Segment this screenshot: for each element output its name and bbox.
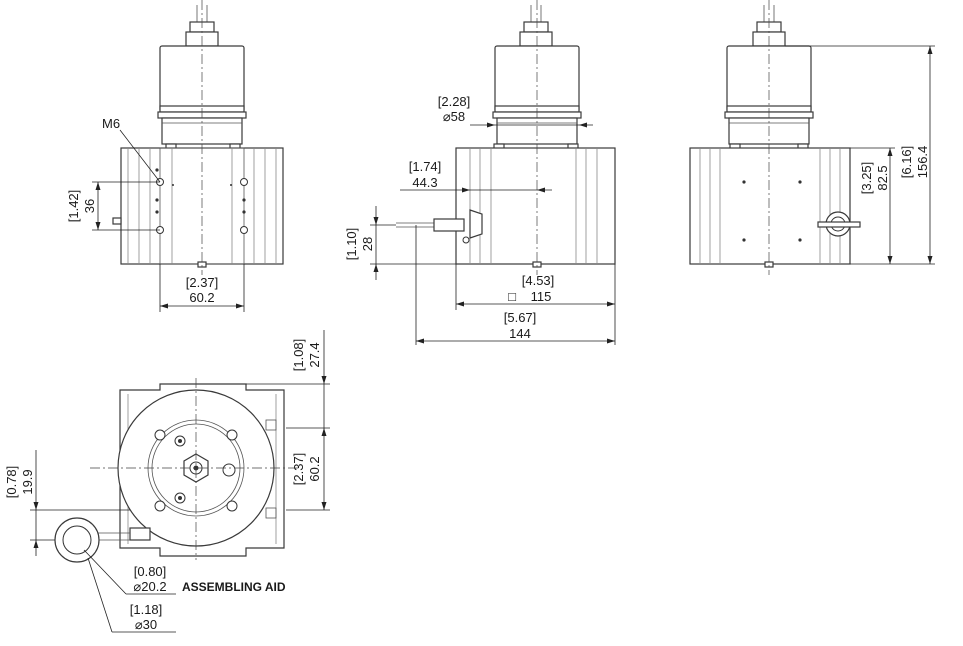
body-len-in-label: [4.53] [522,273,555,288]
hole-spacing-mm-label: 36 [82,199,97,213]
motor-dia-mm-label: ⌀58 [443,109,465,124]
body-len-mm-label: 115 [531,289,552,304]
motor-dia-in-label: [2.28] [438,94,471,109]
eyelet-inner-in-label: [0.80] [134,564,167,579]
eyelet-offset-in-label: [0.78] [4,466,19,499]
front-view [92,0,284,312]
eyelet-offset-mm-label: 19.9 [20,469,35,494]
eyelet-outer-mm-label: ⌀30 [135,617,157,632]
side-view [370,0,616,345]
assembling-aid-label: ASSEMBLING AID [182,580,286,594]
total-height-mm-label: 156.4 [915,146,930,179]
rear-view [689,0,935,275]
total-len-mm-label: 144 [509,326,531,341]
hole-spacing-in-label: [1.42] [66,190,81,223]
cable-height-mm-label: 28 [360,237,375,251]
total-height-in-label: [6.16] [899,146,914,179]
mount-mm-label: 60.2 [307,456,322,481]
offset-in-label: [1.08] [291,339,306,372]
cable-height-in-label: [1.10] [344,228,359,261]
cable-pos-in-label: [1.74] [409,159,442,174]
front-width-mm-label: 60.2 [189,290,214,305]
body-height-mm-label: 82.5 [875,165,890,190]
mount-in-label: [2.37] [291,453,306,486]
offset-mm-label: 27.4 [307,342,322,367]
cable-pos-mm-label: 44.3 [412,175,437,190]
total-len-in-label: [5.67] [504,310,537,325]
eyelet-outer-in-label: [1.18] [130,602,163,617]
eyelet-inner-mm-label: ⌀20.2 [133,579,166,594]
top-view [30,330,330,633]
body-len-symbol: □ [508,289,516,304]
body-height-in-label: [3.25] [859,162,874,195]
front-width-in-label: [2.37] [186,275,219,290]
m6-thread-label: M6 [102,116,120,131]
